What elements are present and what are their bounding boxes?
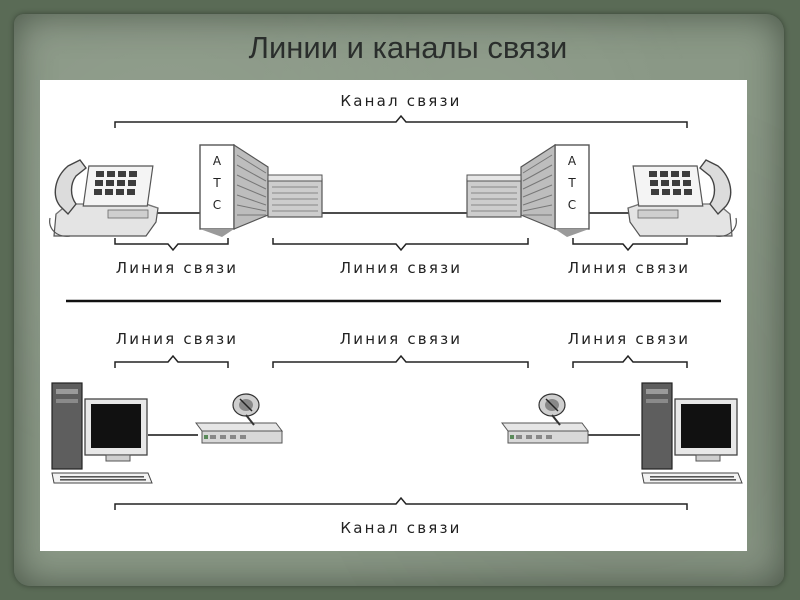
line-label: Линия связи	[116, 259, 238, 277]
line-bracket	[273, 238, 528, 250]
line-bracket	[273, 356, 528, 368]
channel-bracket-bottom	[115, 498, 687, 510]
line-bracket	[573, 238, 687, 250]
telephone-icon	[628, 160, 736, 236]
line-label: Линия связи	[340, 259, 462, 277]
line-label: Линия связи	[568, 330, 690, 348]
line-bracket	[115, 238, 228, 250]
exchange-letter: Т	[567, 176, 576, 190]
line-bracket	[573, 356, 687, 368]
exchange-letter: С	[213, 198, 221, 212]
satellite-modem-icon	[502, 394, 588, 443]
line-bracket	[115, 356, 228, 368]
exchange-letter: Т	[212, 176, 221, 190]
telephone-exchange-icon: А Т С	[200, 145, 322, 237]
diagram-panel: Канал связи А Т С А Т С Линия связи Лини…	[40, 80, 747, 551]
diagram-canvas: Канал связи А Т С А Т С Линия связи Лини…	[40, 80, 747, 551]
channel-label-top: Канал связи	[340, 92, 461, 110]
telephone-icon	[50, 160, 158, 236]
line-label: Линия связи	[568, 259, 690, 277]
line-label: Линия связи	[116, 330, 238, 348]
slide-title: Линии и каналы связи	[0, 30, 800, 66]
exchange-letter: А	[568, 154, 577, 168]
line-label: Линия связи	[340, 330, 462, 348]
channel-label-bottom: Канал связи	[340, 519, 461, 537]
computer-icon	[52, 383, 152, 483]
exchange-letter: С	[568, 198, 576, 212]
satellite-modem-icon	[196, 394, 282, 443]
exchange-letter: А	[213, 154, 222, 168]
channel-bracket-top	[115, 116, 687, 128]
computer-icon	[642, 383, 742, 483]
